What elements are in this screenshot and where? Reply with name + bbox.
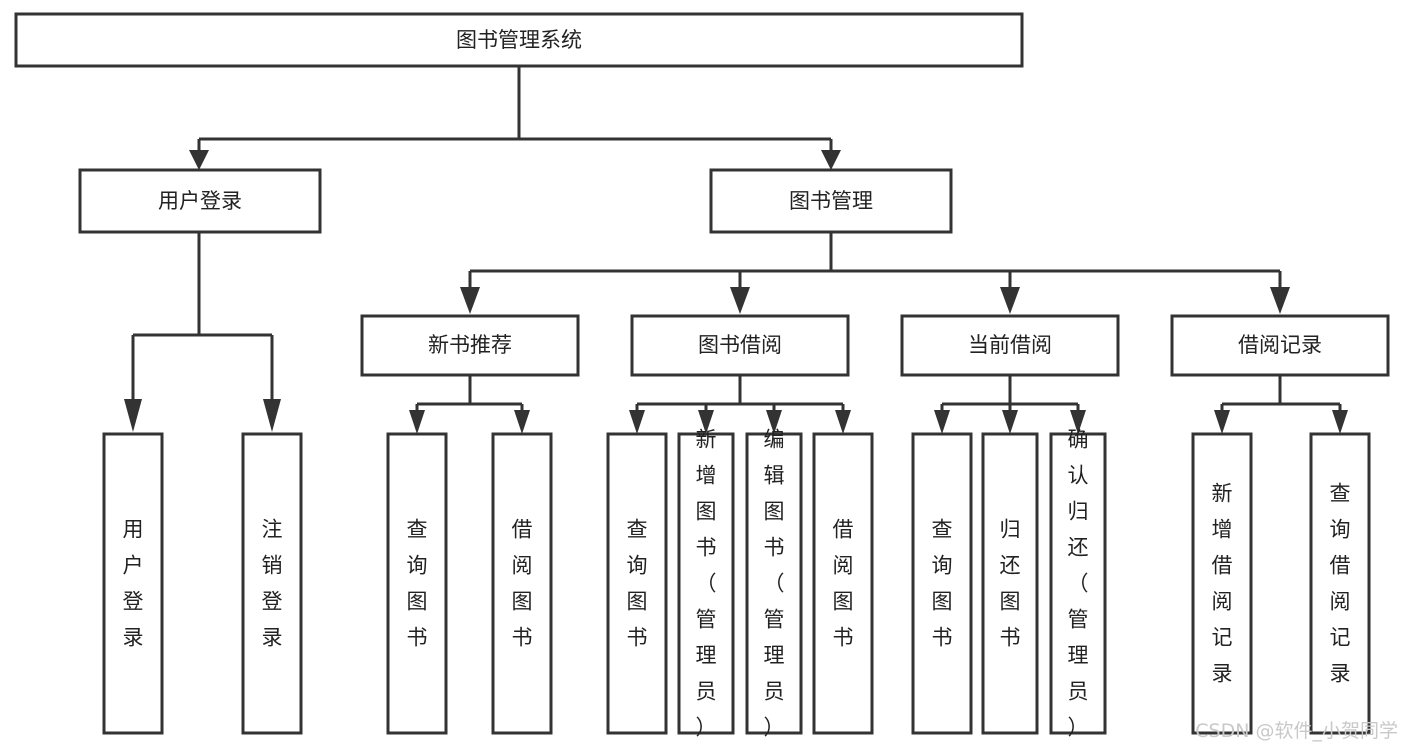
node-new-book-recommend[interactable]: 新书推荐	[360, 314, 580, 377]
leaf-new-book-1-box[interactable]	[386, 432, 448, 735]
leaf-node[interactable]: 查询图书	[911, 432, 973, 735]
leaf-node[interactable]: 借阅图书	[491, 432, 553, 735]
leaf-borrow-record-1-label: 新增借阅记录	[1212, 482, 1233, 686]
node-root-box[interactable]	[14, 12, 1024, 68]
arrow-icon-to-book-manage	[821, 150, 841, 170]
arrow-icon-book-borrow-leaf-2	[698, 410, 714, 434]
leaf-user-login-1-box[interactable]	[102, 432, 164, 735]
arrow-icon-book-borrow-leaf-3	[766, 410, 782, 434]
arrow-icon-user-login-leaf-2	[263, 399, 281, 432]
leaf-current-borrow-2-label: 归还图书	[1000, 518, 1021, 650]
arrow-icon-book-borrow-leaf-4	[835, 410, 851, 434]
node-borrow-record-label: 借阅记录	[1238, 333, 1322, 357]
leaf-book-borrow-3-label: 编辑图书（管理员）	[764, 428, 785, 740]
leaf-book-borrow-4-box[interactable]	[812, 432, 874, 735]
node-user-login-label: 用户登录	[158, 189, 242, 213]
node-book-borrow-label: 图书借阅	[698, 333, 782, 357]
arrow-icon-current-borrow-leaf-2	[1002, 410, 1018, 434]
watermark-label: CSDN @软件_小贺同学	[1195, 720, 1398, 742]
leaf-borrow-record-1-box[interactable]	[1191, 432, 1253, 735]
leaf-node[interactable]: 编辑图书（管理员）	[745, 428, 803, 740]
arrow-icon-to-new-book-recommend	[460, 287, 480, 314]
leaf-borrow-record-2-label: 查询借阅记录	[1330, 482, 1351, 686]
node-book-manage[interactable]: 图书管理	[709, 168, 953, 234]
node-current-borrow-box[interactable]	[900, 314, 1120, 377]
arrow-icon-new-book-leaf-2	[514, 410, 530, 434]
leaf-book-borrow-3-box[interactable]	[745, 432, 803, 735]
arrow-icon-book-borrow-leaf-1	[629, 410, 645, 434]
node-borrow-record[interactable]: 借阅记录	[1170, 314, 1390, 377]
leaf-current-borrow-1-box[interactable]	[911, 432, 973, 735]
arrow-icon-to-book-borrow	[730, 287, 750, 314]
leaf-node[interactable]: 注销登录	[241, 432, 303, 735]
leaf-borrow-record-2-box[interactable]	[1309, 432, 1371, 735]
node-root-label: 图书管理系统	[456, 28, 582, 52]
node-new-book-recommend-label: 新书推荐	[428, 333, 512, 357]
leaf-node[interactable]: 新增图书（管理员）	[677, 428, 735, 740]
leaf-user-login-1-label: 用户登录	[123, 518, 144, 650]
leaf-user-login-2-label: 注销登录	[262, 518, 283, 650]
arrow-icon-to-current-borrow	[1000, 287, 1020, 314]
leaf-node[interactable]: 确认归还（管理员）	[1049, 428, 1107, 740]
leaf-new-book-2-label: 借阅图书	[512, 518, 533, 650]
leaf-node[interactable]: 查询图书	[386, 432, 448, 735]
arrow-icon-to-user-login	[189, 150, 209, 170]
node-book-borrow-box[interactable]	[630, 314, 850, 377]
arrow-icon-user-login-leaf-1	[124, 399, 142, 432]
leaf-node[interactable]: 借阅图书	[812, 432, 874, 735]
connector-layer	[124, 66, 1348, 434]
node-root[interactable]: 图书管理系统	[14, 12, 1024, 68]
leaf-current-borrow-2-box[interactable]	[981, 432, 1039, 735]
leaf-user-login-2-box[interactable]	[241, 432, 303, 735]
arrow-icon-to-borrow-record	[1270, 287, 1290, 314]
leaf-node[interactable]: 用户登录	[102, 432, 164, 735]
leaf-current-borrow-1-label: 查询图书	[932, 518, 953, 650]
leaf-book-borrow-2-label: 新增图书（管理员）	[696, 428, 717, 740]
leaf-new-book-1-label: 查询图书	[407, 518, 428, 650]
leaf-book-borrow-1-box[interactable]	[606, 432, 668, 735]
leaf-current-borrow-3-label: 确认归还（管理员）	[1068, 428, 1089, 740]
leaf-book-borrow-1-label: 查询图书	[627, 518, 648, 650]
leaf-node[interactable]: 查询图书	[606, 432, 668, 735]
leaf-node[interactable]: 新增借阅记录	[1191, 432, 1253, 735]
node-borrow-record-box[interactable]	[1170, 314, 1390, 377]
node-user-login-box[interactable]	[78, 168, 322, 234]
node-book-manage-label: 图书管理	[789, 189, 873, 213]
node-book-borrow[interactable]: 图书借阅	[630, 314, 850, 377]
node-current-borrow[interactable]: 当前借阅	[900, 314, 1120, 377]
node-current-borrow-label: 当前借阅	[968, 333, 1052, 357]
arrow-icon-current-borrow-leaf-1	[934, 410, 950, 434]
arrow-icon-new-book-leaf-1	[409, 410, 425, 434]
node-user-login[interactable]: 用户登录	[78, 168, 322, 234]
leaf-node[interactable]: 查询借阅记录	[1309, 432, 1371, 735]
node-book-manage-box[interactable]	[709, 168, 953, 234]
leaf-new-book-2-box[interactable]	[491, 432, 553, 735]
leaf-node[interactable]: 归还图书	[981, 432, 1039, 735]
leaf-book-borrow-2-box[interactable]	[677, 432, 735, 735]
node-new-book-recommend-box[interactable]	[360, 314, 580, 377]
leaf-current-borrow-3-box[interactable]	[1049, 432, 1107, 735]
arrow-icon-borrow-record-leaf-1	[1214, 410, 1230, 434]
leaf-book-borrow-4-label: 借阅图书	[833, 518, 854, 650]
arrow-icon-borrow-record-leaf-2	[1332, 410, 1348, 434]
arrow-icon-current-borrow-leaf-3	[1070, 410, 1086, 434]
